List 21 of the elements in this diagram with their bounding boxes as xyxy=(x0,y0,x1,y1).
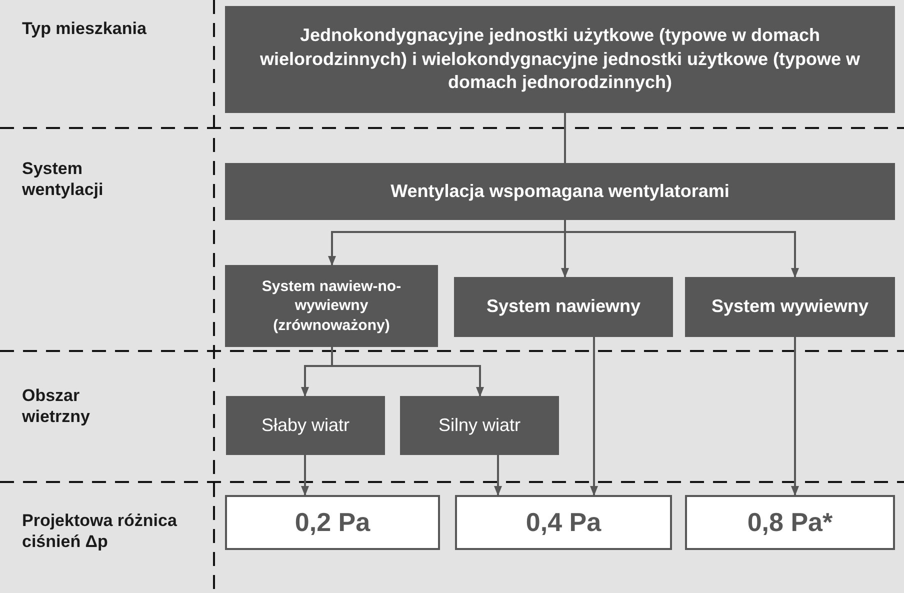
arrow xyxy=(301,455,309,496)
process-box: System wywiewny xyxy=(685,277,895,337)
process-box: System nawiewny xyxy=(454,277,673,337)
value-box: 0,8 Pa* xyxy=(685,495,895,550)
arrow xyxy=(590,337,598,496)
value-box: 0,4 Pa xyxy=(455,495,672,550)
row-label: Obszar wietrzny xyxy=(22,385,92,428)
value-box: 0,2 Pa xyxy=(225,495,440,550)
arrow xyxy=(791,337,799,496)
process-box: Silny wiatr xyxy=(400,396,559,455)
arrow xyxy=(564,220,799,278)
arrow xyxy=(331,347,484,397)
process-box: Wentylacja wspomagana wentylatorami xyxy=(225,163,895,220)
row-label: System wentylacji xyxy=(22,158,104,200)
row-label: Projektowa różnica ciśnień Δp xyxy=(22,510,178,552)
process-box: System nawiew-no-wywiewny (zrównoważony) xyxy=(225,265,438,347)
arrow xyxy=(494,455,502,496)
process-box: Jednokondygnacyjne jednostki użytkowe (typowe w domach wielorodzinnych) i wielokondygnacyjne jednostki użytkowe (typowe w domach jednorodzinnych) xyxy=(225,6,895,113)
process-box: Słaby wiatr xyxy=(226,396,385,455)
row-label: Typ mieszkania xyxy=(22,18,148,40)
connector-line xyxy=(564,113,566,163)
